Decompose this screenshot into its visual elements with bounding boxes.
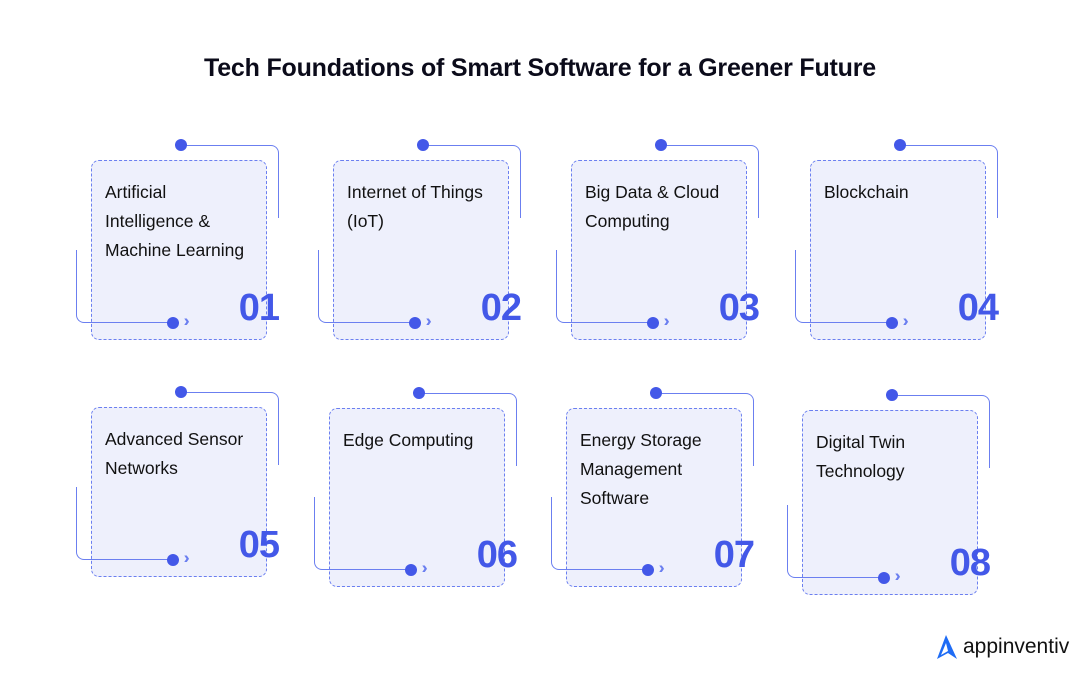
card-04: ›› Blockchain 04	[795, 139, 999, 340]
connector-dot	[650, 387, 662, 399]
connector-dot	[642, 564, 654, 576]
connector-dot	[413, 387, 425, 399]
card-06: ›› Edge Computing 06	[314, 387, 518, 587]
card-number: 02	[480, 287, 522, 329]
connector-dot	[175, 386, 187, 398]
card-label: Artificial Intelligence & Machine Learni…	[105, 182, 245, 260]
card-label: Edge Computing	[343, 430, 474, 450]
card-box	[566, 408, 742, 587]
connector-dot	[417, 139, 429, 151]
card-box	[802, 410, 978, 595]
connector-dot	[878, 572, 890, 584]
connector-dot	[886, 317, 898, 329]
card-box	[91, 160, 267, 340]
card-01: ›› Artificial Intelligence & Machine Lea…	[76, 139, 280, 340]
card-box	[333, 160, 509, 340]
card-02: ›› Internet of Things (IoT) 02	[318, 139, 522, 340]
card-05: ›› Advanced Sensor Networks 05	[76, 386, 280, 577]
connector-dot	[647, 317, 659, 329]
connector-line	[181, 145, 279, 218]
card-label: Digital Twin Technology	[816, 432, 906, 481]
connector-line	[656, 393, 754, 466]
connector-line	[551, 497, 649, 570]
connector-line	[181, 392, 279, 465]
card-label: Big Data & Cloud Computing	[585, 182, 720, 231]
connector-dot	[655, 139, 667, 151]
connector-dot	[175, 139, 187, 151]
brand-name: appinventiv	[963, 635, 1070, 658]
card-number: 03	[718, 287, 760, 329]
brand-logo: appinventiv	[933, 633, 1069, 661]
connector-line	[314, 497, 412, 570]
card-number: 05	[238, 524, 280, 566]
card-08: ›› Digital Twin Technology 08	[787, 389, 991, 595]
connector-line	[892, 395, 990, 468]
connector-line	[318, 250, 416, 323]
card-box	[91, 407, 267, 577]
connector-line	[556, 250, 654, 323]
connector-line	[787, 505, 885, 578]
connector-dot	[409, 317, 421, 329]
card-number: 04	[957, 287, 999, 329]
card-number: 08	[949, 542, 991, 584]
connector-dot	[886, 389, 898, 401]
connector-line	[76, 487, 174, 560]
page-title: Tech Foundations of Smart Software for a…	[204, 54, 876, 82]
appinventiv-logo-icon	[937, 635, 957, 659]
card-number: 07	[713, 534, 755, 576]
card-box	[571, 160, 747, 340]
connector-line	[423, 145, 521, 218]
card-box	[329, 408, 505, 587]
connector-line	[76, 250, 174, 323]
card-label: Internet of Things (IoT)	[347, 182, 483, 231]
connector-dot	[405, 564, 417, 576]
card-label: Advanced Sensor Networks	[105, 429, 244, 478]
card-label: Energy Storage Management Software	[580, 430, 702, 508]
connector-line	[419, 393, 517, 466]
connector-line	[900, 145, 998, 218]
card-box	[810, 160, 986, 340]
connector-dot	[894, 139, 906, 151]
card-number: 06	[476, 534, 518, 576]
card-number: 01	[238, 287, 280, 329]
card-07: ›› Energy Storage Management Software 07	[551, 387, 755, 587]
card-label: Blockchain	[824, 182, 909, 202]
connector-dot	[167, 554, 179, 566]
connector-line	[795, 250, 893, 323]
connector-line	[661, 145, 759, 218]
card-03: ›› Big Data & Cloud Computing 03	[556, 139, 760, 340]
connector-dot	[167, 317, 179, 329]
